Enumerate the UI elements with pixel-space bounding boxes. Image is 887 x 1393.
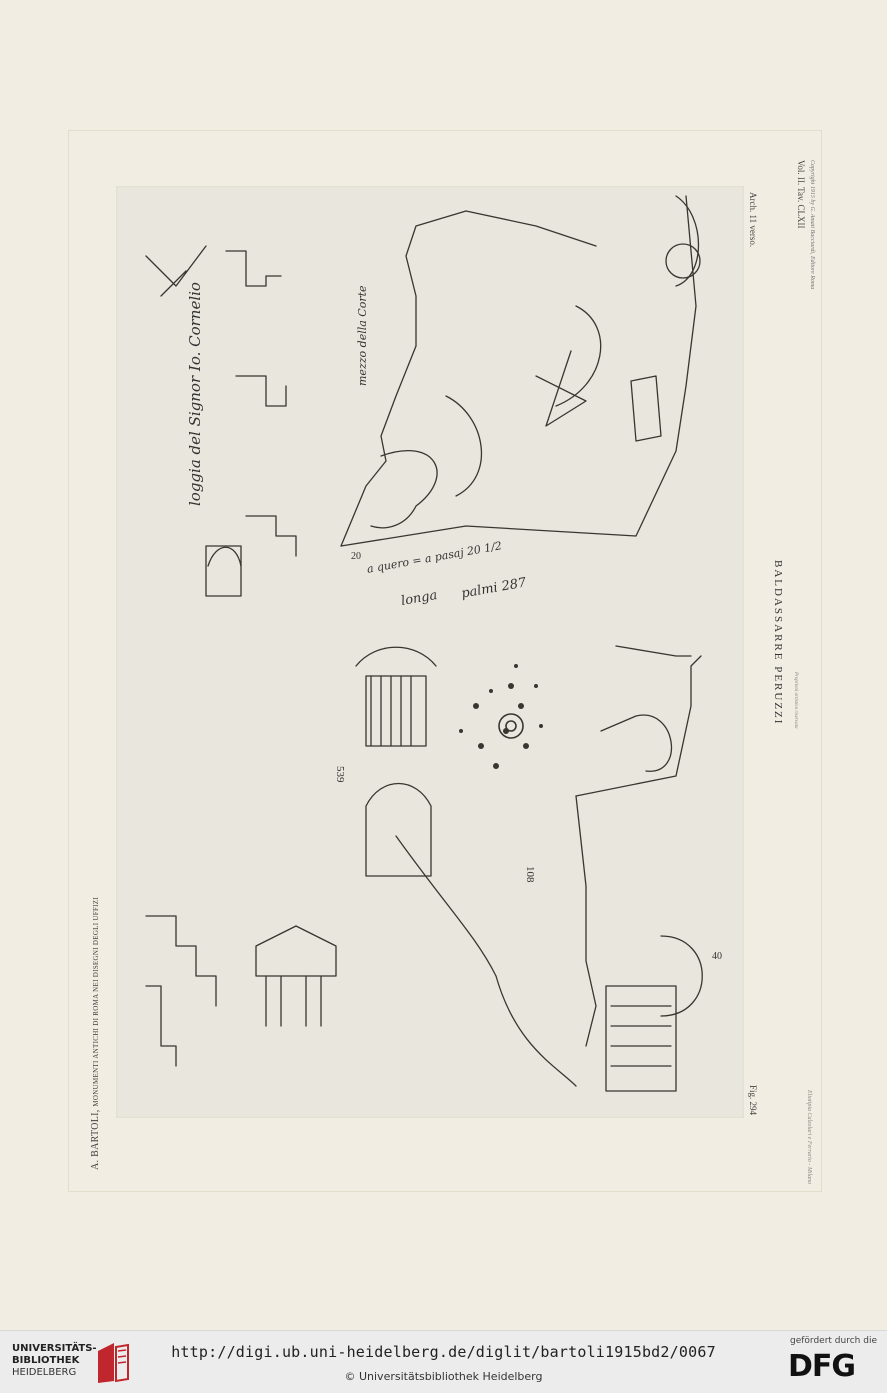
architectural-drawing: longa palmi 287 a quero = a pasaj 20 1/2…	[116, 186, 744, 1118]
note-539: 539	[334, 766, 346, 783]
ub-emblem-icon	[98, 1343, 129, 1383]
viewer-footer: UNIVERSITÄTS- BIBLIOTHEK HEIDELBERG http…	[0, 1330, 887, 1393]
logo-line-2: BIBLIOTHEK	[12, 1355, 80, 1366]
note-mezzo: mezzo della Corte	[356, 285, 369, 386]
dfg-logo[interactable]: DFG	[788, 1349, 856, 1384]
plate-left-caption: A. BARTOLI, MONUMENTI ANTICHI DI ROMA NE…	[90, 897, 101, 1170]
permalink-url[interactable]: http://digi.ub.uni-heidelberg.de/diglit/…	[171, 1343, 716, 1361]
sheet-reference: Arch. 11 verso.	[748, 192, 758, 248]
printer-credit: Eliotipia Calzolari e Ferrario - Milano	[806, 1090, 812, 1185]
ub-heidelberg-logo[interactable]: UNIVERSITÄTS- BIBLIOTHEK HEIDELBERG	[12, 1341, 130, 1385]
caption-author: A. BARTOLI,	[90, 1109, 101, 1170]
caption-title: MONUMENTI ANTICHI DI ROMA NEI DISEGNI DE…	[92, 896, 100, 1107]
plate-mark	[68, 130, 822, 1192]
sketch-lines	[145, 195, 703, 1092]
funding-note: gefördert durch die	[790, 1336, 877, 1346]
logo-line-1: UNIVERSITÄTS-	[12, 1343, 97, 1354]
note-20: 20	[351, 551, 361, 562]
plate-sheet: A. BARTOLI, MONUMENTI ANTICHI DI ROMA NE…	[68, 130, 822, 1192]
ownership-note: Proprietà artistica riservata	[793, 672, 798, 729]
volume-label: Vol. II. Tav. CLXII	[796, 160, 806, 229]
logo-line-3: HEIDELBERG	[12, 1367, 77, 1378]
figure-number: Fig. 294	[748, 1085, 758, 1116]
note-40: 40	[712, 951, 722, 962]
note-loggia: loggia del Signor Io. Cornelio	[186, 282, 204, 506]
copyright-text: © Universitätsbibliothek Heidelberg	[344, 1370, 543, 1383]
note-108: 108	[524, 866, 536, 883]
artist-name: BALDASSARRE PERUZZI	[772, 560, 784, 726]
copyright-note: Copyright 1915 by G. Amati Bacciardi, Ed…	[809, 160, 815, 290]
